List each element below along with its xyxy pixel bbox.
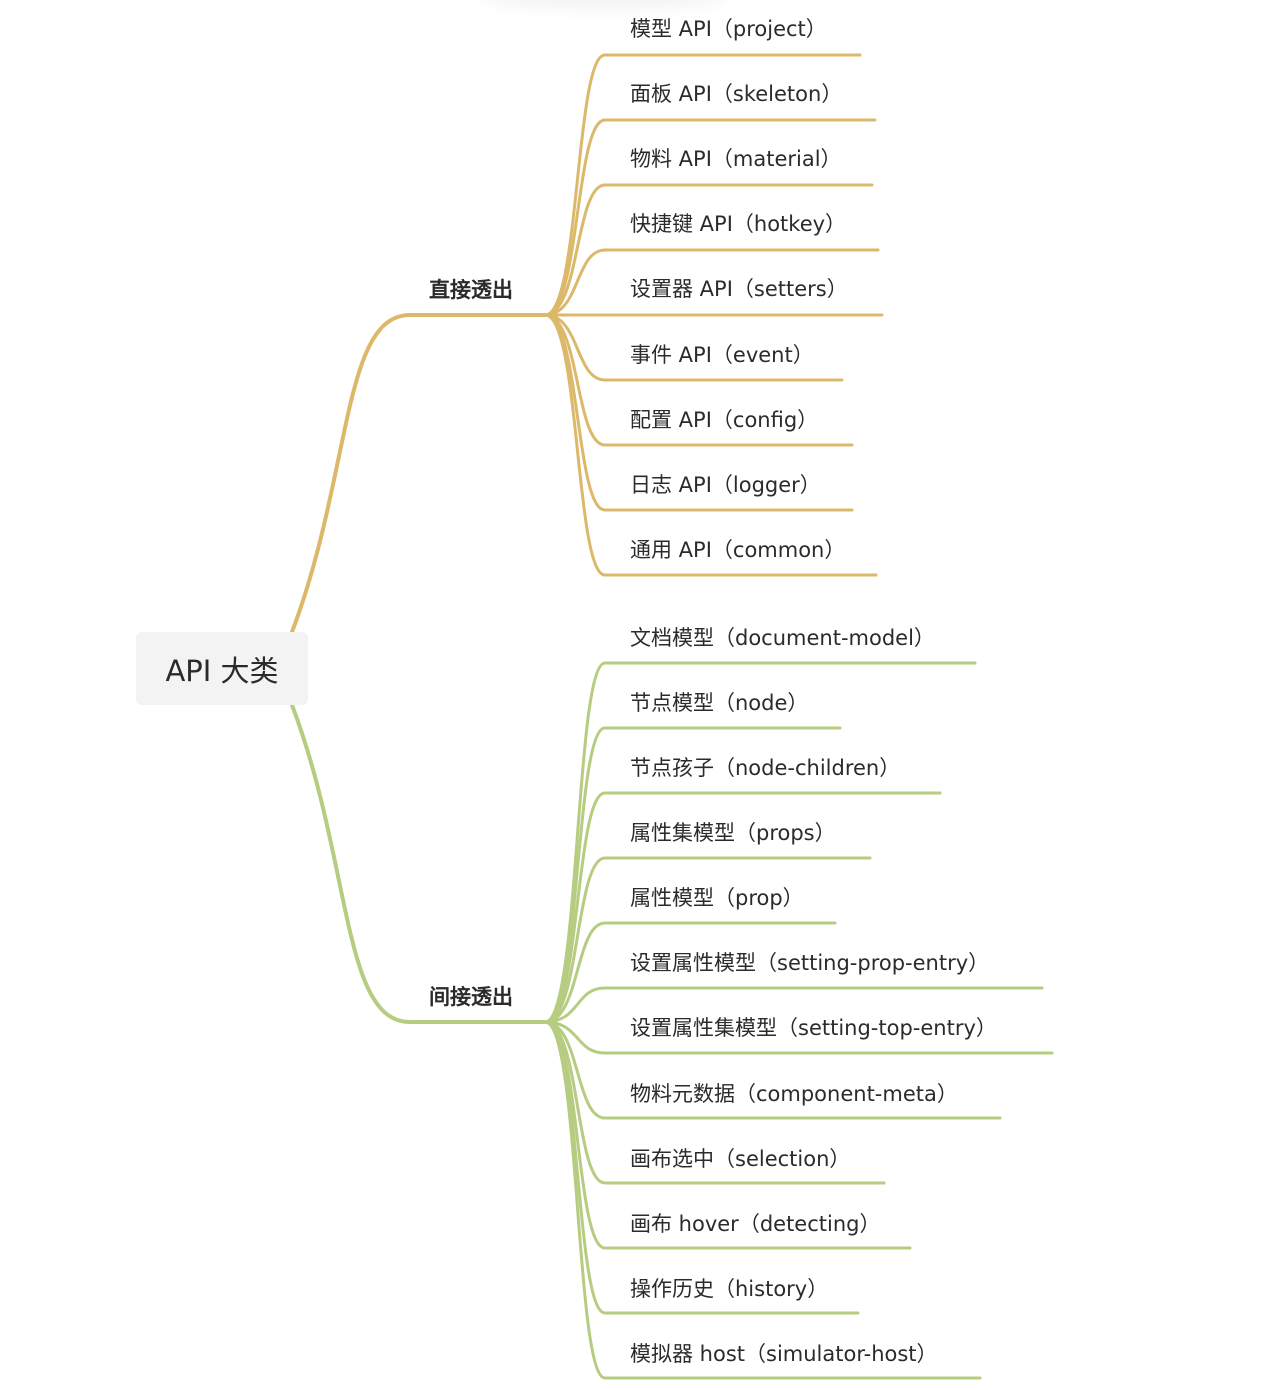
leaf-component-meta[interactable]: 物料元数据（component-meta） (630, 1082, 958, 1106)
root-node[interactable]: API 大类 (136, 632, 308, 705)
leaf-connector-1-8 (543, 1020, 886, 1185)
branch-1-curve (290, 703, 412, 1024)
leaf-event[interactable]: 事件 API（event） (630, 343, 814, 367)
leaf-connector-1-3 (543, 856, 872, 1024)
leaf-config[interactable]: 配置 API（config） (630, 408, 819, 432)
leaf-setters[interactable]: 设置器 API（setters） (630, 277, 848, 301)
leaf-connector-1-11 (543, 1020, 982, 1380)
leaf-connector-1-6 (543, 1020, 1054, 1055)
leaf-node[interactable]: 节点模型（node） (630, 691, 809, 715)
leaf-hotkey[interactable]: 快捷键 API（hotkey） (630, 212, 847, 236)
leaf-connector-0-2 (543, 183, 874, 317)
branch-0-curve (290, 313, 412, 634)
leaf-history[interactable]: 操作历史（history） (630, 1277, 829, 1301)
leaf-setting-prop-entry[interactable]: 设置属性模型（setting-prop-entry） (630, 951, 990, 975)
leaf-connector-1-7 (543, 1020, 1002, 1120)
leaf-connector-1-2 (543, 791, 942, 1024)
leaf-material[interactable]: 物料 API（material） (630, 147, 842, 171)
branch-indirect-label[interactable]: 间接透出 (429, 985, 513, 1009)
leaf-connector-0-0 (543, 53, 862, 317)
branch-direct-label[interactable]: 直接透出 (429, 278, 513, 302)
leaf-prop[interactable]: 属性模型（prop） (630, 886, 804, 910)
leaf-skeleton[interactable]: 面板 API（skeleton） (630, 82, 843, 106)
leaf-detecting[interactable]: 画布 hover（detecting） (630, 1212, 881, 1236)
leaf-logger[interactable]: 日志 API（logger） (630, 473, 821, 497)
leaf-common[interactable]: 通用 API（common） (630, 538, 846, 562)
leaf-connector-0-3 (543, 248, 880, 317)
leaf-connector-1-5 (543, 986, 1044, 1024)
top-shadow (480, 0, 730, 8)
leaf-props[interactable]: 属性集模型（props） (630, 821, 836, 845)
leaf-node-children[interactable]: 节点孩子（node-children） (630, 756, 901, 780)
leaf-connector-0-6 (543, 313, 854, 447)
leaf-connector-1-4 (543, 921, 837, 1024)
leaf-connector-0-5 (543, 313, 844, 382)
leaf-document-model[interactable]: 文档模型（document-model） (630, 626, 935, 650)
leaf-simulator-host[interactable]: 模拟器 host（simulator-host） (630, 1342, 938, 1366)
leaf-selection[interactable]: 画布选中（selection） (630, 1147, 851, 1171)
leaf-project[interactable]: 模型 API（project） (630, 17, 827, 41)
leaf-connector-0-8 (543, 313, 878, 577)
leaf-connector-0-1 (543, 118, 877, 317)
leaf-setting-top-entry[interactable]: 设置属性集模型（setting-top-entry） (630, 1016, 997, 1040)
leaf-connector-1-1 (543, 726, 842, 1024)
root-node-label: API 大类 (165, 653, 279, 688)
